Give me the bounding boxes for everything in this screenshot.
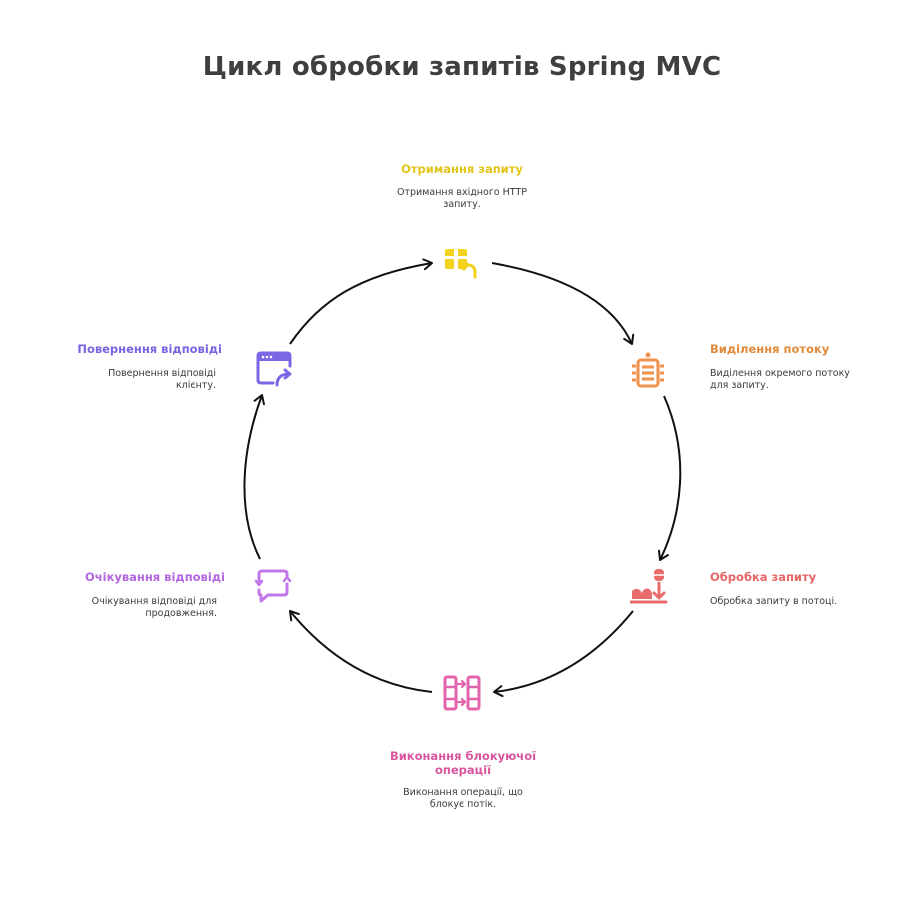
step-process-desc: Обробка запиту в потоці. <box>710 596 838 607</box>
step-receive-label: Отримання запиту <box>401 162 523 176</box>
arrow-wait-to-return <box>243 394 265 560</box>
step-process-label: Обробка запиту <box>710 570 817 584</box>
arrow-process-to-block <box>493 610 634 698</box>
arrow-thread-to-process <box>658 395 682 561</box>
thread-stack-icon <box>632 352 664 388</box>
step-wait-desc: Очікування відповіді для продовження. <box>91 596 217 619</box>
processing-icon <box>630 569 668 604</box>
waiting-chat-icon <box>254 569 292 603</box>
arrow-return-to-receive <box>289 258 433 345</box>
step-thread-desc: Виділення окремого потоку для запиту. <box>710 368 850 391</box>
step-return-label: Повернення відповіді <box>77 342 222 356</box>
step-thread-label: Виділення потоку <box>710 342 830 356</box>
step-wait-label: Очікування відповіді <box>84 570 225 584</box>
arrow-receive-to-thread <box>491 262 635 345</box>
blocking-transfer-icon <box>443 675 481 711</box>
step-return-desc: Повернення відповіді клієнту. <box>108 368 216 391</box>
step-receive-desc: Отримання вхідного HTTP запиту. <box>397 187 527 210</box>
step-block-desc: Виконання операції, що блокує потік. <box>403 787 523 810</box>
step-block-label: Виконання блокуючої операції <box>389 749 537 777</box>
receive-package-icon <box>445 249 477 279</box>
diagram-title: Цикл обробки запитів Spring MVC <box>202 52 722 82</box>
return-window-icon <box>256 351 292 387</box>
arrow-block-to-wait <box>289 610 433 693</box>
